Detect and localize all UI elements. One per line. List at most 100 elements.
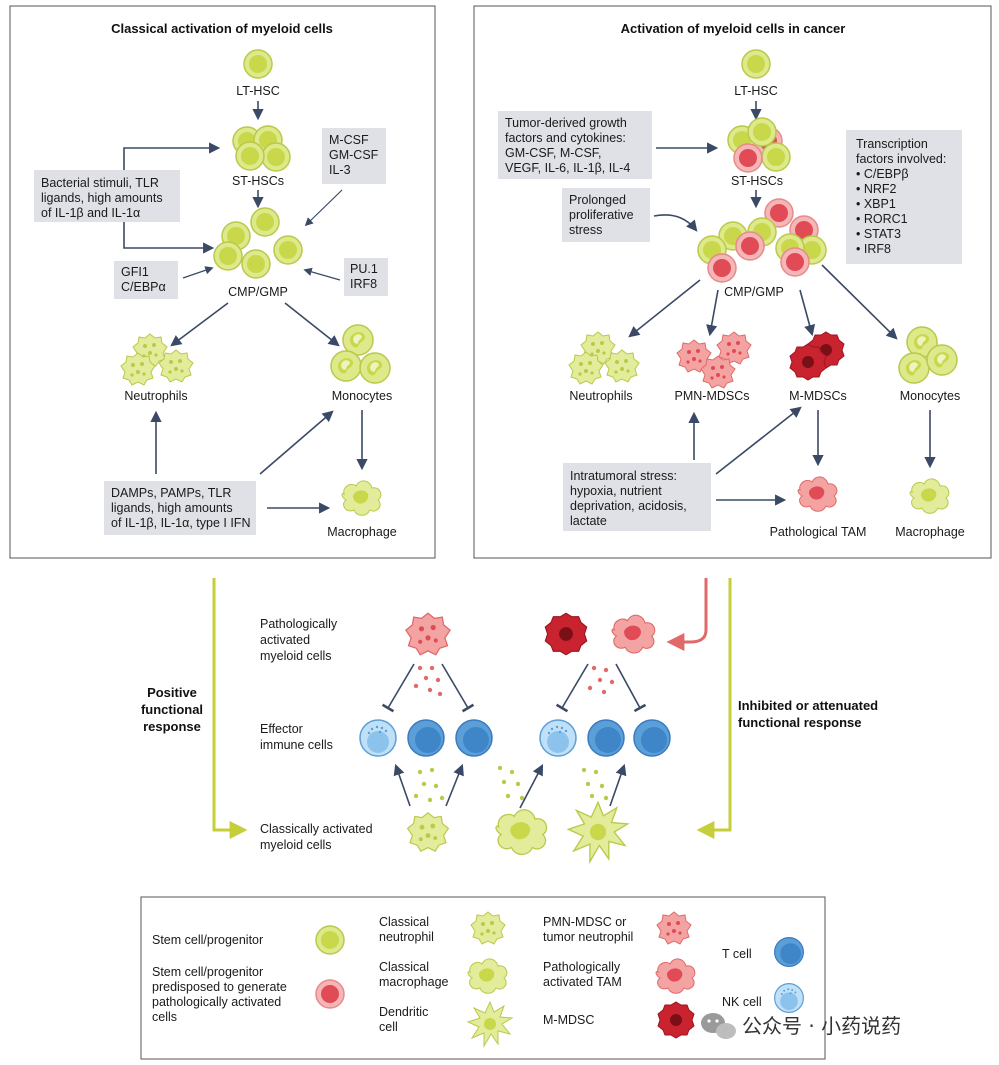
legend-classical-neutrophil-line: Classical bbox=[379, 915, 429, 929]
box-tf-line: • RORC1 bbox=[856, 212, 908, 226]
box-tf-line: • STAT3 bbox=[856, 227, 901, 241]
legend-pathological-tam-line: Pathologically bbox=[543, 960, 621, 974]
right-st-hscs-label: ST-HSCs bbox=[731, 174, 783, 188]
box-gfi bbox=[114, 261, 178, 299]
legend-stem-predisposed-line: predisposed to generate bbox=[152, 980, 287, 994]
m-mdscs-label: M-MDSCs bbox=[789, 389, 847, 403]
inhibited-response-line: functional response bbox=[738, 715, 862, 730]
right-panel: Activation of myeloid cells in cancer LT… bbox=[473, 5, 992, 559]
watermark-text: 公众号 · 小药说药 bbox=[742, 1014, 901, 1038]
box-gfi-line: GFI1 bbox=[121, 265, 149, 279]
box-tf-line: factors involved: bbox=[856, 152, 946, 166]
right-panel-title: Activation of myeloid cells in cancer bbox=[621, 21, 846, 36]
right-macrophage-label: Macrophage bbox=[895, 525, 965, 539]
left-macrophage-label: Macrophage bbox=[327, 525, 397, 539]
legend-stem-predisposed-line: Stem cell/progenitor bbox=[152, 965, 263, 979]
classical-macrophage-cell bbox=[495, 809, 548, 856]
box-pu1 bbox=[344, 258, 388, 296]
legend-pmn-mdsc-line: PMN-MDSC or bbox=[543, 915, 626, 929]
wechat-icon bbox=[701, 1013, 736, 1039]
middle-yellow-dots bbox=[497, 765, 525, 801]
box-damps bbox=[104, 481, 256, 535]
positive-response-line: functional bbox=[141, 702, 203, 717]
pathologically-activated-line: myeloid cells bbox=[260, 649, 332, 663]
legend-dendritic-line: cell bbox=[379, 1020, 398, 1034]
middle-section: Positive functional response Inhibited o… bbox=[141, 578, 878, 863]
left-t-cell-2 bbox=[455, 719, 493, 757]
box-tf-line: • XBP1 bbox=[856, 197, 896, 211]
box-tf-line: Transcription bbox=[856, 137, 928, 151]
box-tumor-line: GM-CSF, M-CSF, bbox=[505, 146, 602, 160]
legend-predisposed-cell bbox=[315, 979, 345, 1009]
middle-tam-cell bbox=[611, 614, 656, 654]
box-tf-line: • NRF2 bbox=[856, 182, 897, 196]
box-damps-line: ligands, high amounts bbox=[111, 501, 233, 515]
box-tumor bbox=[498, 111, 652, 179]
legend-nk-cell-label: NK cell bbox=[722, 995, 762, 1009]
right-lt-hsc-label: LT-HSC bbox=[734, 84, 778, 98]
box-intratumoral-line: hypoxia, nutrient bbox=[570, 484, 662, 498]
box-tf-line: • C/EBPβ bbox=[856, 167, 909, 181]
left-panel: Classical activation of myeloid cells LT… bbox=[9, 5, 436, 559]
right-t-cell-2 bbox=[633, 719, 671, 757]
right-t-cell-1 bbox=[587, 719, 625, 757]
left-yellow-dots bbox=[413, 767, 445, 803]
box-damps-line: DAMPs, PAMPs, TLR bbox=[111, 486, 231, 500]
left-st-hscs-label: ST-HSCs bbox=[232, 174, 284, 188]
box-damps-line: of IL-1β, IL-1α, type I IFN bbox=[111, 516, 250, 530]
legend-classical-neutrophil-line: neutrophil bbox=[379, 930, 434, 944]
legend-nk-cell bbox=[773, 982, 805, 1013]
box-csf-line: IL-3 bbox=[329, 163, 351, 177]
positive-response-arrow bbox=[212, 578, 248, 839]
left-neutrophils-label: Neutrophils bbox=[124, 389, 187, 403]
box-intratumoral bbox=[563, 463, 711, 531]
right-cmp-gmp-label: CMP/GMP bbox=[724, 285, 784, 299]
legend-t-cell-label: T cell bbox=[722, 947, 752, 961]
positive-response-line: Positive bbox=[147, 685, 197, 700]
left-panel-title: Classical activation of myeloid cells bbox=[111, 21, 333, 36]
legend-classical-macrophage-line: Classical bbox=[379, 960, 429, 974]
legend-classical-macrophage-line: macrophage bbox=[379, 975, 449, 989]
legend-stem-predisposed-line: cells bbox=[152, 1010, 177, 1024]
classically-activated-line: myeloid cells bbox=[260, 838, 332, 852]
legend-pathological-tam-line: activated TAM bbox=[543, 975, 622, 989]
box-csf-line: M-CSF bbox=[329, 133, 369, 147]
box-csf bbox=[322, 128, 386, 184]
positive-response-line: response bbox=[143, 719, 201, 734]
pathological-neutrophil-cell bbox=[405, 612, 451, 656]
box-bacterial-line: ligands, high amounts bbox=[41, 191, 163, 205]
middle-m-mdsc-cell bbox=[544, 612, 588, 656]
inhibited-response-line: Inhibited or attenuated bbox=[738, 698, 878, 713]
box-bacterial-line: Bacterial stimuli, TLR bbox=[41, 176, 159, 190]
box-tf-line: • IRF8 bbox=[856, 242, 891, 256]
right-monocytes-label: Monocytes bbox=[900, 389, 960, 403]
box-intratumoral-line: deprivation, acidosis, bbox=[570, 499, 687, 513]
box-prolonged-line: stress bbox=[569, 223, 602, 237]
watermark: 公众号 · 小药说药 bbox=[701, 1013, 901, 1039]
left-t-cell-1 bbox=[407, 719, 445, 757]
box-intratumoral-line: lactate bbox=[570, 514, 607, 528]
right-nk-cell bbox=[539, 719, 577, 757]
box-gfi-line: C/EBPα bbox=[121, 280, 166, 294]
right-yellow-dots bbox=[581, 767, 609, 801]
box-pu1-line: PU.1 bbox=[350, 262, 378, 276]
lt-hsc-cell bbox=[243, 49, 273, 79]
left-cmp-gmp-label: CMP/GMP bbox=[228, 285, 288, 299]
legend-stem-cell bbox=[315, 925, 345, 955]
left-secreted-dots bbox=[413, 665, 443, 697]
legend-pmn-mdsc-line: tumor neutrophil bbox=[543, 930, 633, 944]
right-neutrophils-label: Neutrophils bbox=[569, 389, 632, 403]
box-prolonged-line: Prolonged bbox=[569, 193, 626, 207]
pathologically-activated-line: activated bbox=[260, 633, 310, 647]
classical-neutrophil-cell bbox=[406, 812, 449, 852]
box-tumor-line: factors and cytokines: bbox=[505, 131, 626, 145]
effector-line: Effector bbox=[260, 722, 303, 736]
pathologically-activated-line: Pathologically bbox=[260, 617, 338, 631]
legend-stem-label: Stem cell/progenitor bbox=[152, 933, 263, 947]
box-intratumoral-line: Intratumoral stress: bbox=[570, 469, 677, 483]
legend-dendritic-line: Dendritic bbox=[379, 1005, 428, 1019]
legend-m-mdsc-label: M-MDSC bbox=[543, 1013, 594, 1027]
box-bacterial bbox=[34, 170, 180, 222]
left-nk-cell bbox=[359, 719, 397, 757]
